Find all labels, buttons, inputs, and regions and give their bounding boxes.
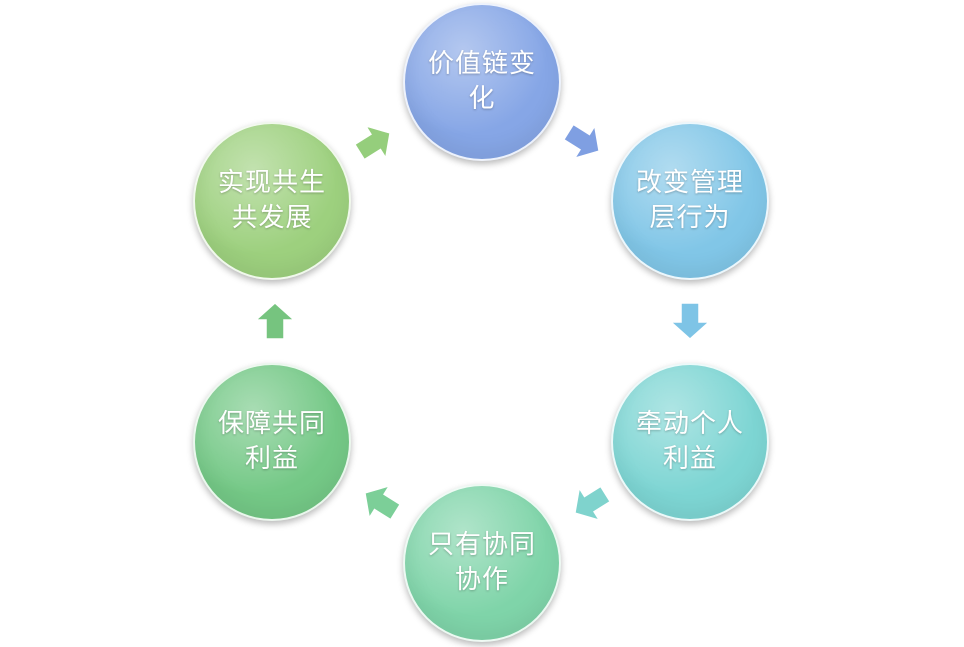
- node-label: 只有协同协作: [427, 530, 536, 595]
- value-chain-change-node: 价值链变化: [403, 3, 561, 161]
- arrow-icon: [254, 301, 296, 340]
- arrow-icon: [574, 485, 612, 522]
- arrow-icon: [353, 124, 391, 161]
- arrow-icon: [562, 123, 600, 160]
- node-label: 保障共同利益: [217, 409, 326, 474]
- mutual-development-node: 实现共生共发展: [193, 122, 351, 280]
- arrow-icon: [669, 302, 711, 341]
- collaboration-node: 只有协同协作: [403, 484, 561, 642]
- node-label: 实现共生共发展: [217, 168, 326, 233]
- change-management-behavior-node: 改变管理层行为: [611, 122, 769, 280]
- node-label: 牵动个人利益: [635, 409, 744, 474]
- node-label: 改变管理层行为: [635, 168, 744, 233]
- arrow-icon: [364, 484, 402, 521]
- individual-interest-node: 牵动个人利益: [611, 363, 769, 521]
- node-label: 价值链变化: [427, 49, 536, 114]
- common-interest-node: 保障共同利益: [193, 363, 351, 521]
